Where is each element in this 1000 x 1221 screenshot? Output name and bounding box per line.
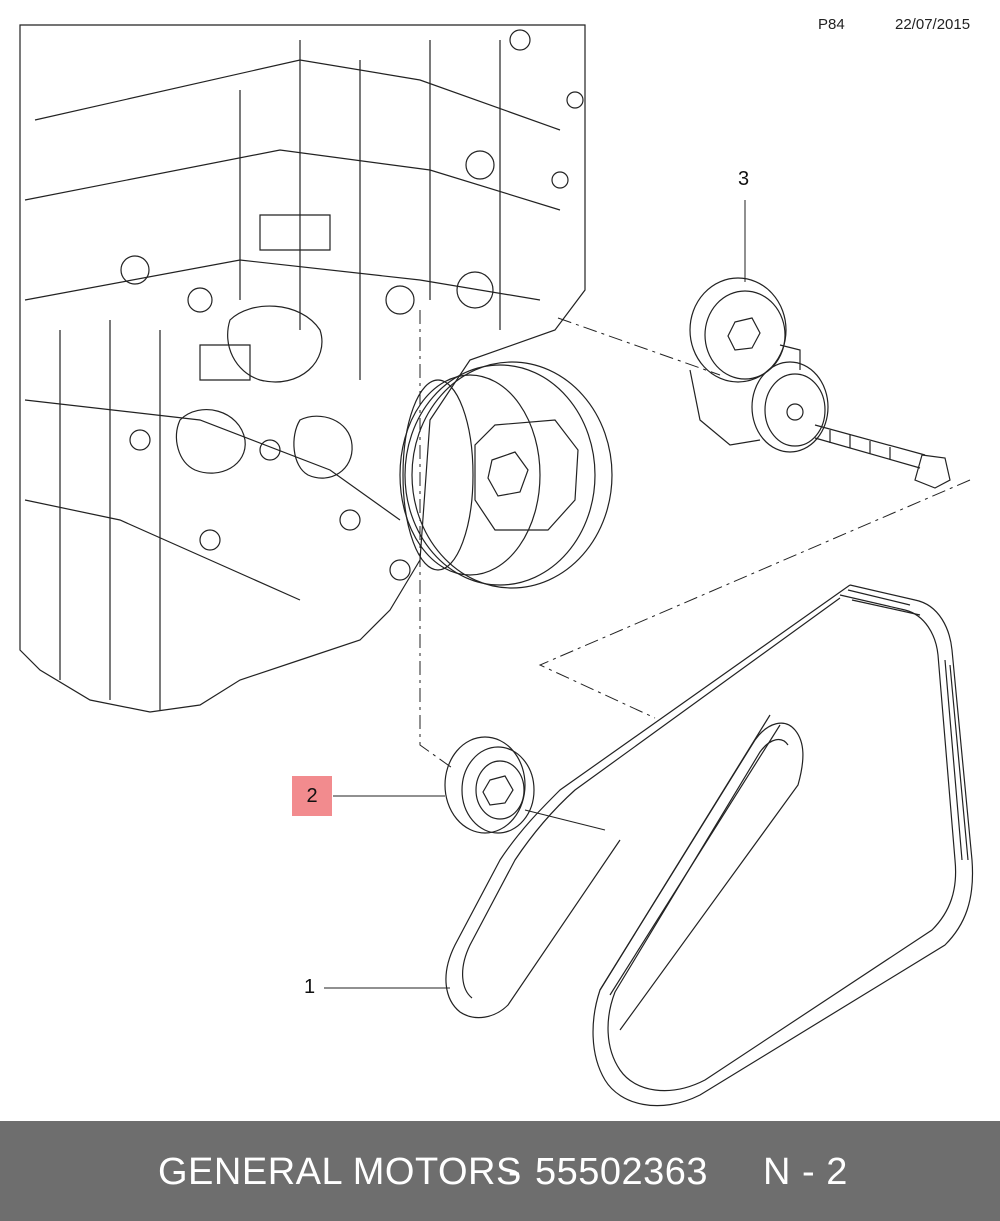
footer-quantity: N - 2	[763, 1151, 848, 1193]
crankshaft-pulley	[399, 361, 613, 589]
assembly-line-bolt	[538, 479, 971, 719]
footer-bar: GENERAL MOTORS - 55502363 N - 2	[0, 1121, 1000, 1221]
leader-line-belt-tail	[524, 809, 606, 831]
engine-block	[19, 24, 586, 713]
tensioner-assembly	[689, 277, 951, 489]
idler-pulley	[444, 736, 535, 834]
exploded-parts-diagram	[19, 24, 974, 1107]
callout-idler-pulley-highlighted[interactable]: 2	[292, 776, 332, 816]
callout-tensioner[interactable]: 3	[738, 168, 750, 190]
page-code: P84	[818, 16, 845, 33]
revision-date: 22/07/2015	[895, 16, 971, 33]
assembly-line-tensioner	[557, 317, 721, 376]
serpentine-belt	[445, 584, 974, 1107]
footer-separator: -	[508, 1151, 522, 1193]
assembly-line-idler	[419, 310, 456, 771]
footer-part-number: 55502363	[535, 1151, 709, 1193]
callout-belt[interactable]: 1	[304, 976, 316, 998]
footer-brand: GENERAL MOTORS	[158, 1151, 522, 1193]
